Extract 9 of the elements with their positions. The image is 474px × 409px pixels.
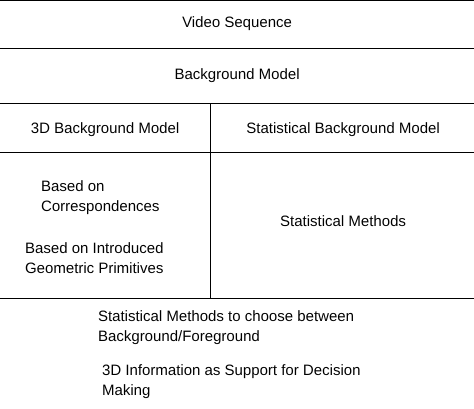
cell-text: Statistical Methods [279,212,407,232]
cell-text: Based on Correspondences [41,177,160,217]
cell-text: Background Model [173,65,301,85]
cell-text: Statistical Background Model [245,119,441,139]
cell-text: Based on Introduced Geometric Primitives [25,239,164,279]
cell-text: 3D Information as Support for Decision Making [102,361,362,401]
cell-text: Statistical Methods to choose between Background/Foreground [98,307,355,347]
cell-text: Video Sequence [181,13,293,33]
cell-text: 3D Background Model [30,119,180,139]
